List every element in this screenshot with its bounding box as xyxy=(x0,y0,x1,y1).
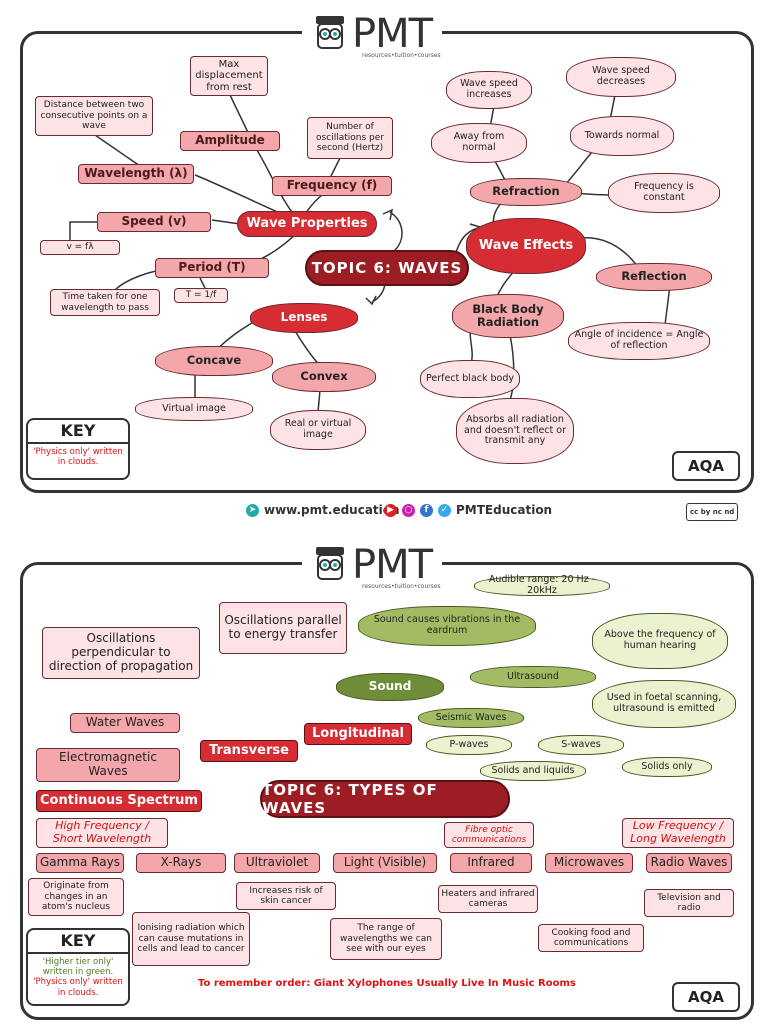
period-equation: T = 1/f xyxy=(174,288,228,303)
wave-effects-node: Wave Effects xyxy=(466,218,586,274)
high-frequency-label: High Frequency / Short Wavelength xyxy=(36,818,168,848)
instagram-icon: ○ xyxy=(402,503,415,517)
spectrum-gamma: Gamma Rays xyxy=(36,853,124,873)
spectrum-xrays: X-Rays xyxy=(136,853,226,873)
brand-tagline: resources•tuition•courses xyxy=(362,52,441,59)
electromagnetic-waves: Electromagnetic Waves xyxy=(36,748,180,782)
s-waves: S-waves xyxy=(538,735,624,755)
transverse-node: Transverse xyxy=(200,740,298,762)
amplitude-def: Max displacement from rest xyxy=(190,56,268,96)
refraction-node: Refraction xyxy=(470,178,582,206)
twitter-icon: ✓ xyxy=(438,503,451,517)
sound-vibrations: Sound causes vibrations in the eardrum xyxy=(358,606,536,646)
above-frequency: Above the frequency of human hearing xyxy=(592,613,728,669)
absorbs-all: Absorbs all radiation and doesn't reflec… xyxy=(456,398,574,464)
ultrasound-node: Ultrasound xyxy=(470,666,596,688)
perfect-black-body: Perfect black body xyxy=(420,360,520,398)
longitudinal-def: Oscillations parallel to energy transfer xyxy=(219,602,347,654)
away-from-normal: Away from normal xyxy=(431,123,527,163)
aqa-badge-bottom: AQA xyxy=(672,982,740,1012)
xray-use: Ionising radiation which can cause mutat… xyxy=(132,912,250,966)
low-frequency-label: Low Frequency / Long Wavelength xyxy=(622,818,734,848)
brand-tagline: resources•tuition•courses xyxy=(362,583,441,590)
audible-range: Audible range: 20 Hz - 20kHz xyxy=(474,574,610,596)
frequency-label: Frequency (f) xyxy=(272,176,392,196)
brand-name: PMT xyxy=(352,11,433,57)
speed-equation: v = fλ xyxy=(40,240,120,255)
wave-properties-node: Wave Properties xyxy=(237,211,377,237)
p-waves: P-waves xyxy=(426,735,512,755)
key-physics-only: 'Physics only' written in clouds. xyxy=(33,447,123,468)
frequency-constant: Frequency is constant xyxy=(608,173,720,213)
wavelength-label: Wavelength (λ) xyxy=(78,164,194,184)
amplitude-label: Amplitude xyxy=(180,131,280,151)
key-title: KEY xyxy=(28,420,128,444)
concave-node: Concave xyxy=(155,346,273,376)
towards-normal: Towards normal xyxy=(570,116,674,156)
key-title: KEY xyxy=(28,930,128,954)
solids-and-liquids: Solids and liquids xyxy=(480,761,586,781)
reflection-node: Reflection xyxy=(596,263,712,291)
topic-6-types-of-waves-title: TOPIC 6: TYPES OF WAVES xyxy=(260,780,510,818)
footer: ➤ www.pmt.education ▶ ○ f ✓ PMTEducation… xyxy=(0,503,768,521)
youtube-icon: ▶ xyxy=(384,503,397,517)
visible-use: The range of wavelengths we can see with… xyxy=(330,918,442,960)
concave-image: Virtual image xyxy=(135,397,253,421)
key-physics-only: 'Physics only' written in clouds. xyxy=(33,977,123,998)
continuous-spectrum: Continuous Spectrum xyxy=(36,790,202,812)
spectrum-microwaves: Microwaves xyxy=(545,853,633,873)
topic-6-waves-title: TOPIC 6: WAVES xyxy=(305,250,469,286)
water-waves: Water Waves xyxy=(70,713,180,733)
gamma-use: Originate from changes in an atom's nucl… xyxy=(28,878,124,916)
black-body-node: Black Body Radiation xyxy=(452,294,564,338)
remember-order: To remember order: Giant Xylophones Usua… xyxy=(198,978,576,989)
cc-license-badge: cc by nc nd xyxy=(686,503,739,521)
pmt-owl-icon xyxy=(316,16,344,49)
social-link[interactable]: ▶ ○ f ✓ PMTEducation xyxy=(384,503,552,517)
longitudinal-node: Longitudinal xyxy=(304,723,412,745)
period-label: Period (T) xyxy=(155,258,269,278)
wavelength-def: Distance between two consecutive points … xyxy=(35,96,153,136)
speed-increases: Wave speed increases xyxy=(446,71,532,109)
spectrum-radio: Radio Waves xyxy=(646,853,732,873)
brand-name: PMT xyxy=(352,542,433,588)
key-higher-tier: 'Higher tier only' written in green. xyxy=(42,957,114,978)
spectrum-ultraviolet: Ultraviolet xyxy=(234,853,320,873)
cursor-icon: ➤ xyxy=(246,503,259,517)
bottom-key: KEY 'Higher tier only' written in green.… xyxy=(26,928,130,1006)
convex-image: Real or virtual image xyxy=(270,410,366,450)
radio-use: Television and radio xyxy=(644,889,734,917)
transverse-def: Oscillations perpendicular to direction … xyxy=(42,627,200,679)
convex-node: Convex xyxy=(272,362,376,392)
period-def: Time taken for one wavelength to pass xyxy=(50,289,160,316)
pmt-logo-bottom: PMT resources•tuition•courses xyxy=(302,542,443,590)
aqa-badge-top: AQA xyxy=(672,451,740,481)
lenses-node: Lenses xyxy=(250,303,358,333)
website-link[interactable]: ➤ www.pmt.education xyxy=(246,503,400,517)
spectrum-infrared: Infrared xyxy=(450,853,532,873)
speed-label: Speed (v) xyxy=(97,212,211,232)
facebook-icon: f xyxy=(420,503,433,517)
foetal-scanning: Used in foetal scanning, ultrasound is e… xyxy=(592,680,736,728)
uv-use: Increases risk of skin cancer xyxy=(236,882,336,910)
spectrum-visible: Light (Visible) xyxy=(333,853,437,873)
reflection-angle: Angle of incidence = Angle of reflection xyxy=(568,322,710,360)
top-key: KEY 'Physics only' written in clouds. xyxy=(26,418,130,480)
pmt-logo-top: PMT resources•tuition•courses xyxy=(302,11,443,59)
solids-only: Solids only xyxy=(622,757,712,777)
fibre-optic-label: Fibre optic communications xyxy=(444,822,534,848)
seismic-waves: Seismic Waves xyxy=(418,708,524,728)
speed-decreases: Wave speed decreases xyxy=(566,57,676,97)
sound-node: Sound xyxy=(336,673,444,701)
pmt-owl-icon xyxy=(316,547,344,580)
microwaves-use: Cooking food and communications xyxy=(538,924,644,952)
infrared-use: Heaters and infrared cameras xyxy=(438,885,538,913)
frequency-def: Number of oscillations per second (Hertz… xyxy=(307,117,393,159)
